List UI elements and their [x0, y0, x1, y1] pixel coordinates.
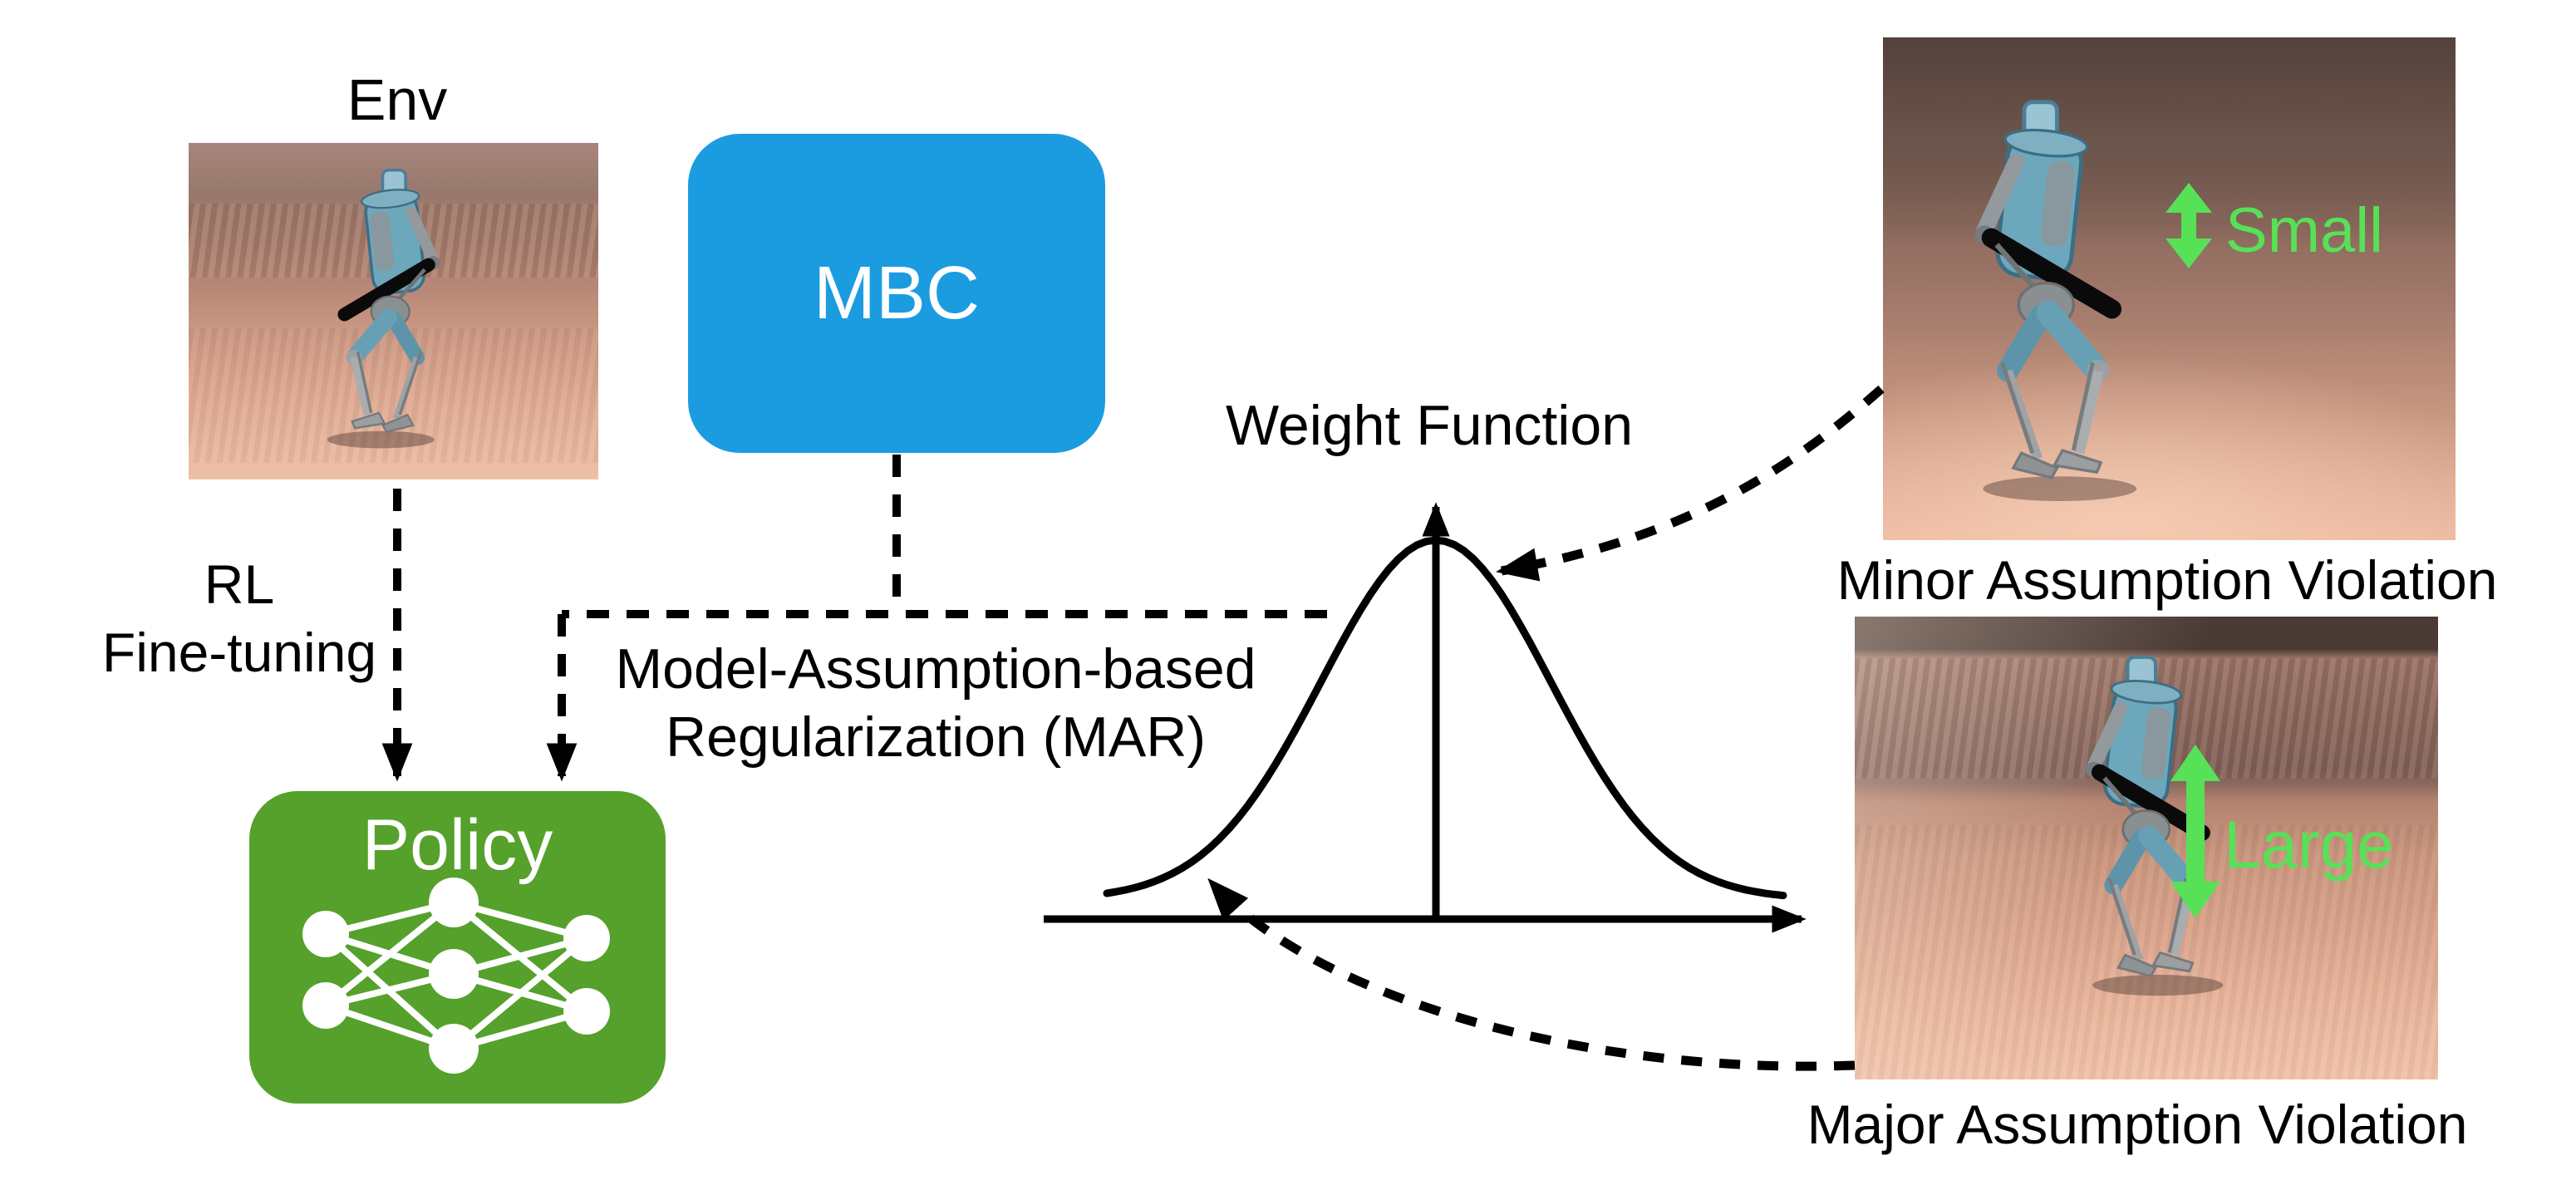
rl-line2: Fine-tuning: [101, 622, 377, 683]
major-to-tail-dashed-arrow: [1207, 878, 1856, 1071]
policy-box: Policy: [249, 791, 666, 1104]
neural-network-icon: [302, 878, 610, 1074]
major-terrain-texture-2: [1855, 824, 2438, 1079]
mbc-box: MBC: [688, 134, 1105, 453]
minor-violation-image: [1883, 37, 2456, 540]
large-deviation-label: Large: [2224, 808, 2394, 882]
large-deviation-arrow-icon: [2170, 745, 2220, 918]
major-violation-image: [1855, 617, 2438, 1079]
major-violation-caption: Major Assumption Violation: [1807, 1094, 2468, 1155]
env-robot-image: [189, 143, 598, 479]
rl-line1: RL: [204, 553, 275, 615]
minor-violation-caption: Minor Assumption Violation: [1836, 549, 2498, 611]
mbc-box-label: MBC: [814, 251, 980, 335]
small-deviation-arrow-icon: [2166, 183, 2212, 268]
mar-label: Model-Assumption-based Regularization (M…: [615, 635, 1256, 771]
weight-function-gaussian-curve: [1103, 536, 1787, 900]
minor-to-peak-dashed-arrow: [1496, 385, 1885, 582]
mar-line2: Regularization (MAR): [666, 706, 1206, 769]
mar-line1: Model-Assumption-based: [615, 637, 1256, 701]
deviation-arrows: [2166, 183, 2220, 918]
env-label: Env: [347, 67, 448, 132]
weight-function-title: Weight Function: [1225, 394, 1634, 457]
rl-finetuning-label: RL Fine-tuning: [102, 550, 376, 686]
small-deviation-label: Small: [2225, 195, 2384, 266]
policy-box-label: Policy: [361, 805, 553, 885]
